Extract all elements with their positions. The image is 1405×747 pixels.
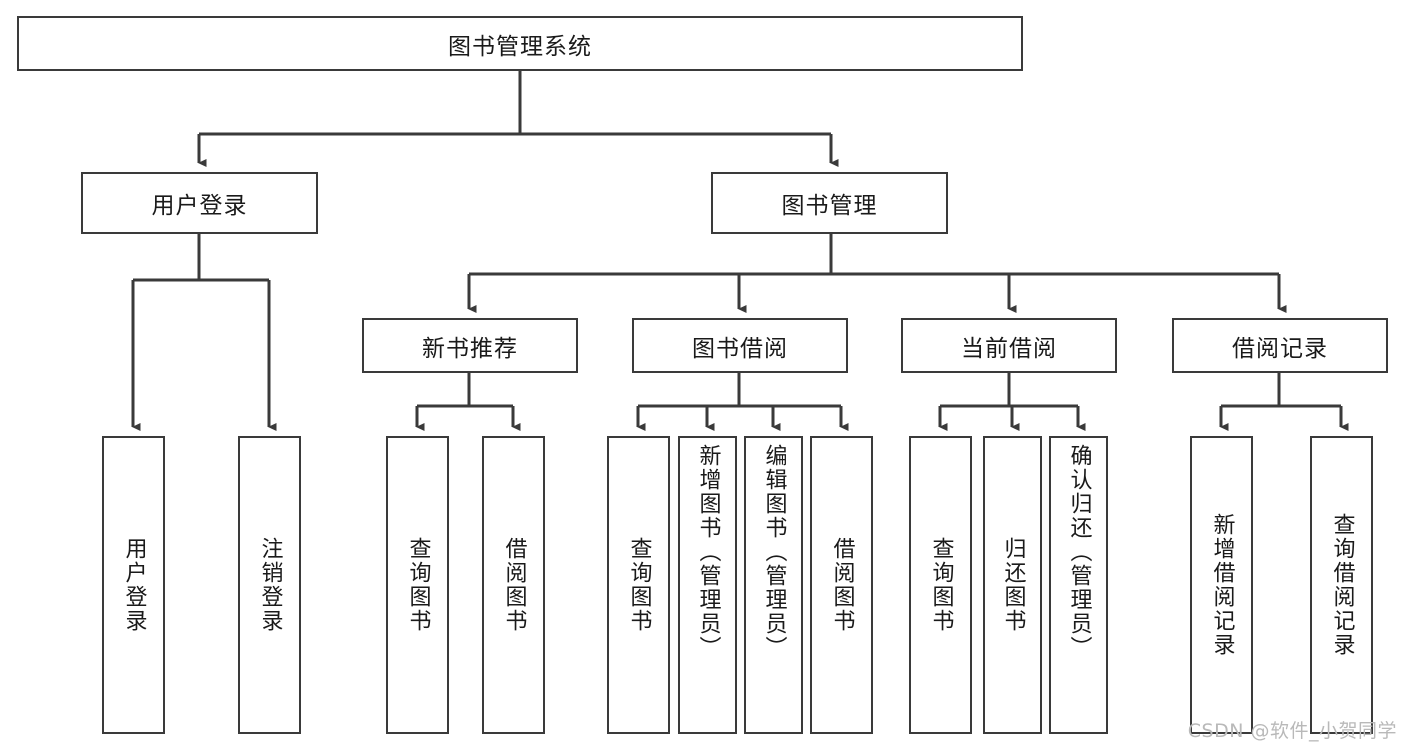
leaf-user-login[interactable]: 用户登录 bbox=[102, 436, 165, 734]
node-new-book-recommend[interactable]: 新书推荐 bbox=[362, 318, 578, 373]
leaf-lend-book-label: 借阅图书 bbox=[829, 537, 855, 633]
leaf-edit-book-admin-label: 编辑图书（管理员） bbox=[761, 444, 787, 660]
leaf-confirm-return-admin[interactable]: 确认归还（管理员） bbox=[1049, 436, 1108, 734]
node-current-borrow[interactable]: 当前借阅 bbox=[901, 318, 1117, 373]
leaf-add-borrow-record[interactable]: 新增借阅记录 bbox=[1190, 436, 1253, 734]
leaf-query-book-recommend-label: 查询图书 bbox=[405, 537, 431, 633]
node-book-borrow[interactable]: 图书借阅 bbox=[632, 318, 848, 373]
leaf-add-book-admin-label: 新增图书（管理员） bbox=[695, 444, 721, 660]
node-borrow-records[interactable]: 借阅记录 bbox=[1172, 318, 1388, 373]
leaf-query-book-borrow[interactable]: 查询图书 bbox=[607, 436, 670, 734]
leaf-user-logout-label: 注销登录 bbox=[257, 537, 283, 633]
leaf-user-login-label: 用户登录 bbox=[121, 537, 147, 633]
leaf-query-book-borrow-label: 查询图书 bbox=[626, 537, 652, 633]
leaf-add-borrow-record-label: 新增借阅记录 bbox=[1209, 513, 1235, 657]
node-new-book-recommend-label: 新书推荐 bbox=[422, 335, 518, 362]
node-borrow-records-label: 借阅记录 bbox=[1232, 335, 1328, 362]
leaf-query-book-recommend[interactable]: 查询图书 bbox=[386, 436, 449, 734]
leaf-confirm-return-admin-label: 确认归还（管理员） bbox=[1066, 444, 1092, 660]
leaf-query-book-current-label: 查询图书 bbox=[928, 537, 954, 633]
leaf-query-borrow-record-label: 查询借阅记录 bbox=[1329, 513, 1355, 657]
node-book-management-label: 图书管理 bbox=[781, 193, 878, 219]
node-current-borrow-label: 当前借阅 bbox=[961, 335, 1057, 362]
leaf-query-borrow-record[interactable]: 查询借阅记录 bbox=[1310, 436, 1373, 734]
node-user-login-label: 用户登录 bbox=[151, 193, 248, 219]
leaf-lend-book[interactable]: 借阅图书 bbox=[810, 436, 873, 734]
node-user-login[interactable]: 用户登录 bbox=[81, 172, 318, 234]
leaf-query-book-current[interactable]: 查询图书 bbox=[909, 436, 972, 734]
leaf-add-book-admin[interactable]: 新增图书（管理员） bbox=[678, 436, 737, 734]
leaf-return-book[interactable]: 归还图书 bbox=[983, 436, 1042, 734]
leaf-edit-book-admin[interactable]: 编辑图书（管理员） bbox=[744, 436, 803, 734]
leaf-user-logout[interactable]: 注销登录 bbox=[238, 436, 301, 734]
node-root[interactable]: 图书管理系统 bbox=[17, 16, 1023, 71]
node-book-management[interactable]: 图书管理 bbox=[711, 172, 948, 234]
leaf-borrow-book-recommend[interactable]: 借阅图书 bbox=[482, 436, 545, 734]
node-root-label: 图书管理系统 bbox=[448, 33, 592, 60]
leaf-borrow-book-recommend-label: 借阅图书 bbox=[501, 537, 527, 633]
leaf-return-book-label: 归还图书 bbox=[1000, 537, 1026, 633]
node-book-borrow-label: 图书借阅 bbox=[692, 335, 788, 362]
